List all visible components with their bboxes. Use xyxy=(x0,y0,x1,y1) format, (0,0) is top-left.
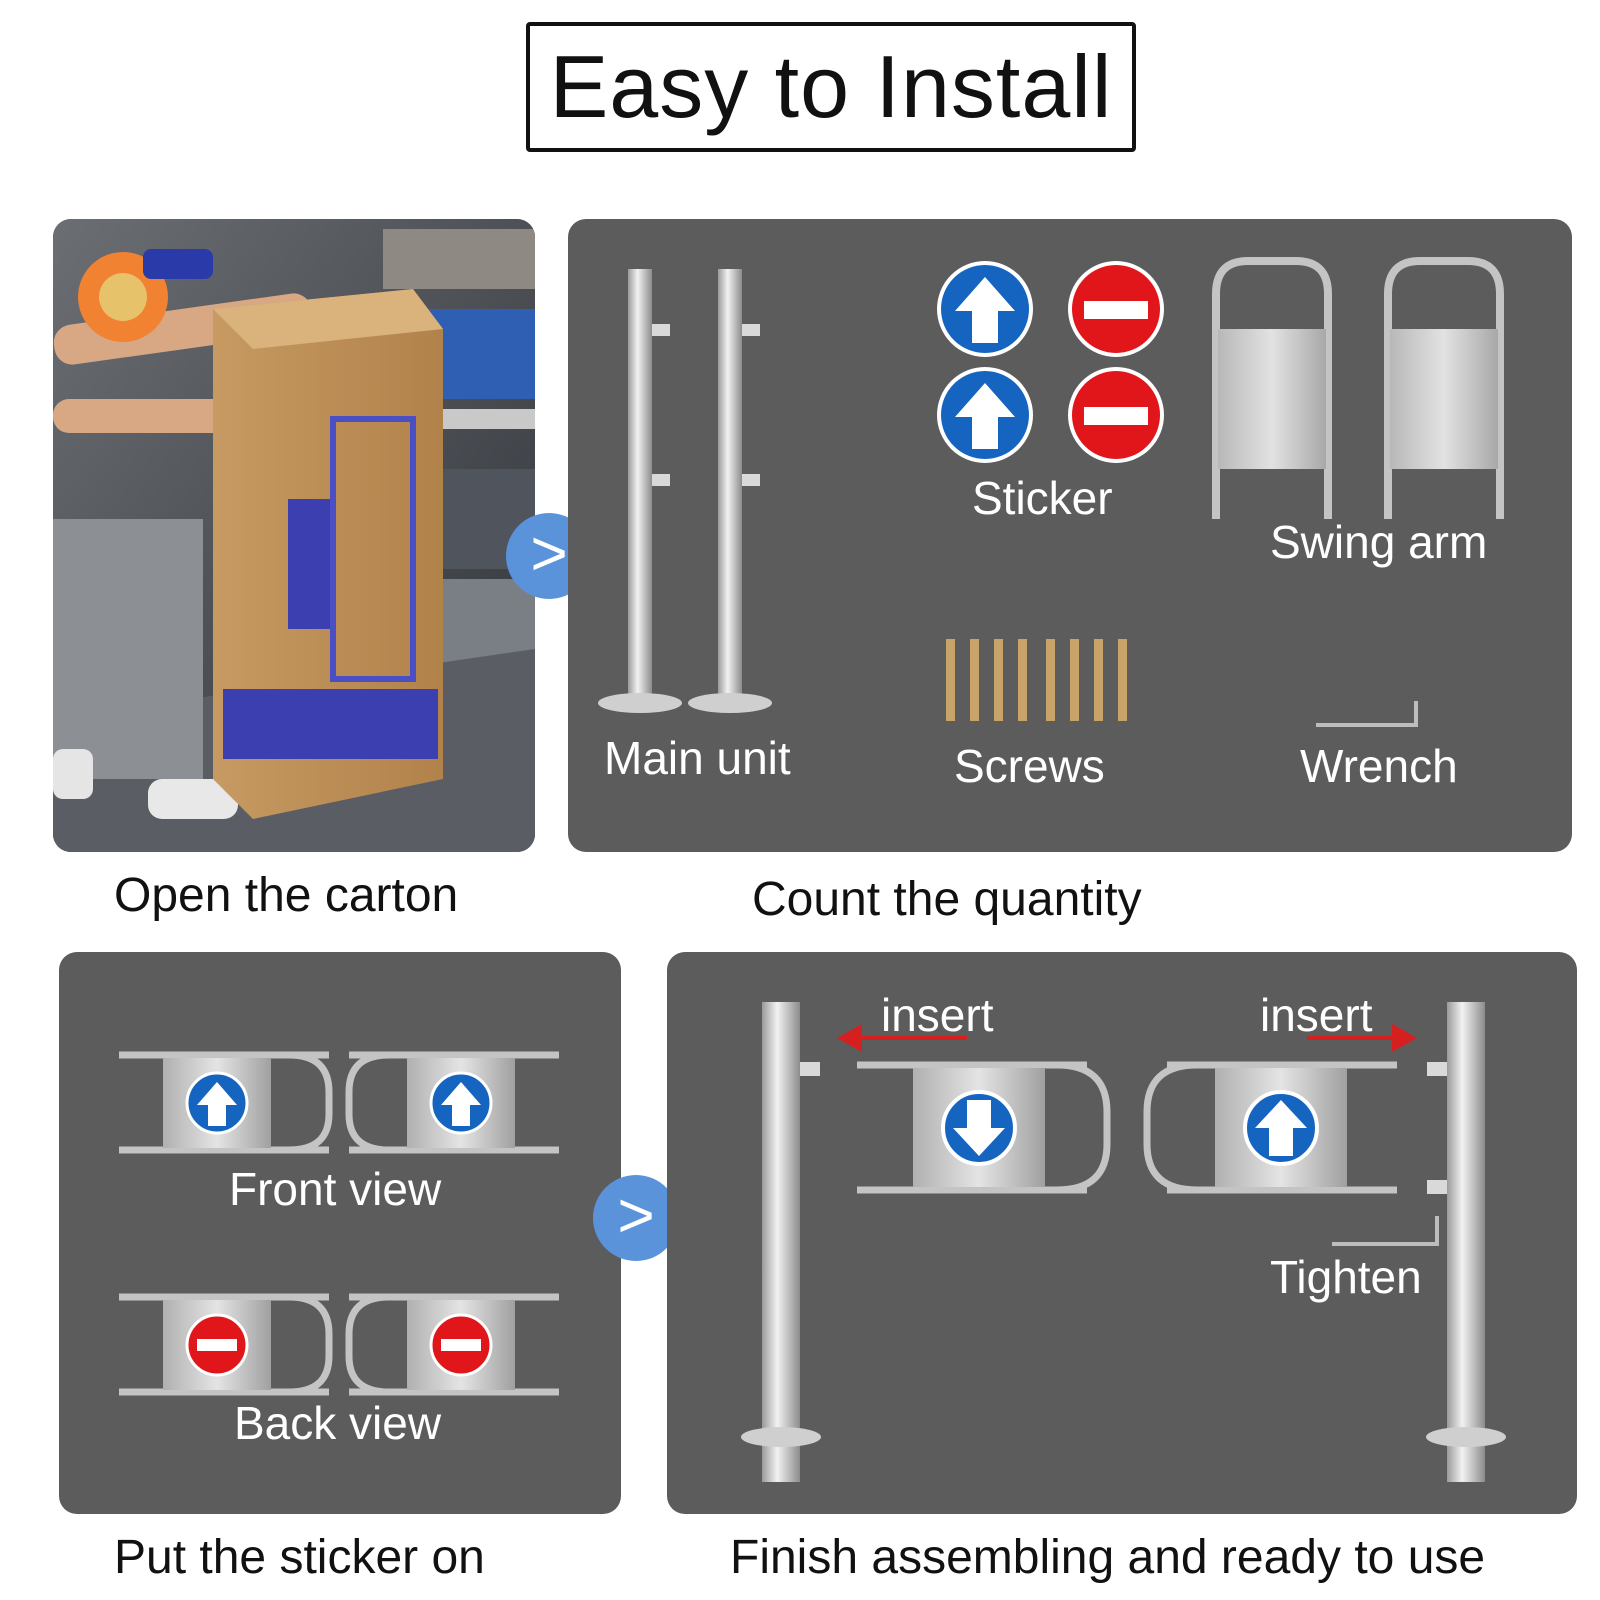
label-wrench: Wrench xyxy=(1300,740,1458,792)
caption-open-carton: Open the carton xyxy=(114,869,459,922)
label-insert-left: insert xyxy=(881,989,994,1041)
swing-arm-parts xyxy=(1212,257,1504,519)
screws-parts xyxy=(946,639,1127,721)
caption-put-sticker: Put the sticker on xyxy=(114,1531,485,1584)
label-swing-arm: Swing arm xyxy=(1270,516,1488,568)
assembly-illustration xyxy=(741,1002,1506,1482)
title-box: Easy to Install xyxy=(526,22,1136,152)
left-post xyxy=(762,1002,800,1482)
up-arrow-icon xyxy=(429,1071,493,1135)
caption-count-quantity: Count the quantity xyxy=(752,873,1142,926)
assembly-panel: insert insert Tighten xyxy=(667,952,1577,1514)
label-main-unit: Main unit xyxy=(604,732,791,784)
count-panel: Main unit Sticker Swing arm Screws Wrenc… xyxy=(568,219,1572,852)
right-post xyxy=(1447,1002,1485,1482)
wrench-part xyxy=(1316,701,1418,727)
tighten-wrench xyxy=(1332,1216,1439,1246)
chevron-right-icon: > xyxy=(530,517,568,589)
chevron-right-icon: > xyxy=(617,1179,655,1251)
up-arrow-icon xyxy=(937,367,1033,463)
sticker-views-illustration xyxy=(119,1051,559,1396)
up-arrow-icon xyxy=(185,1071,249,1135)
back-view-arms xyxy=(119,1293,559,1396)
no-entry-icon xyxy=(1068,367,1164,463)
caption-finish-assembling: Finish assembling and ready to use xyxy=(730,1531,1486,1584)
down-arrow-icon xyxy=(941,1090,1017,1166)
front-view-arms xyxy=(119,1051,559,1154)
label-insert-right: insert xyxy=(1260,989,1373,1041)
label-tighten: Tighten xyxy=(1270,1251,1422,1303)
parts-illustration xyxy=(598,257,1504,727)
main-unit-posts xyxy=(598,269,772,713)
page-title: Easy to Install xyxy=(549,37,1113,136)
carton-photo xyxy=(53,219,535,852)
label-back-view: Back view xyxy=(234,1397,442,1449)
no-entry-icon xyxy=(1068,261,1164,357)
no-entry-icon xyxy=(185,1313,249,1377)
label-sticker: Sticker xyxy=(972,472,1113,524)
sticker-panel: Front view Back view xyxy=(59,952,621,1514)
up-arrow-icon xyxy=(937,261,1033,357)
next-step-button: > xyxy=(593,1175,679,1261)
insert-left-arrow xyxy=(837,1024,967,1052)
label-screws: Screws xyxy=(954,740,1105,792)
insert-right-arrow xyxy=(1307,1024,1417,1052)
no-entry-icon xyxy=(429,1313,493,1377)
carton-photo-illustration xyxy=(53,219,535,852)
label-front-view: Front view xyxy=(229,1163,442,1215)
up-arrow-icon xyxy=(1243,1090,1319,1166)
